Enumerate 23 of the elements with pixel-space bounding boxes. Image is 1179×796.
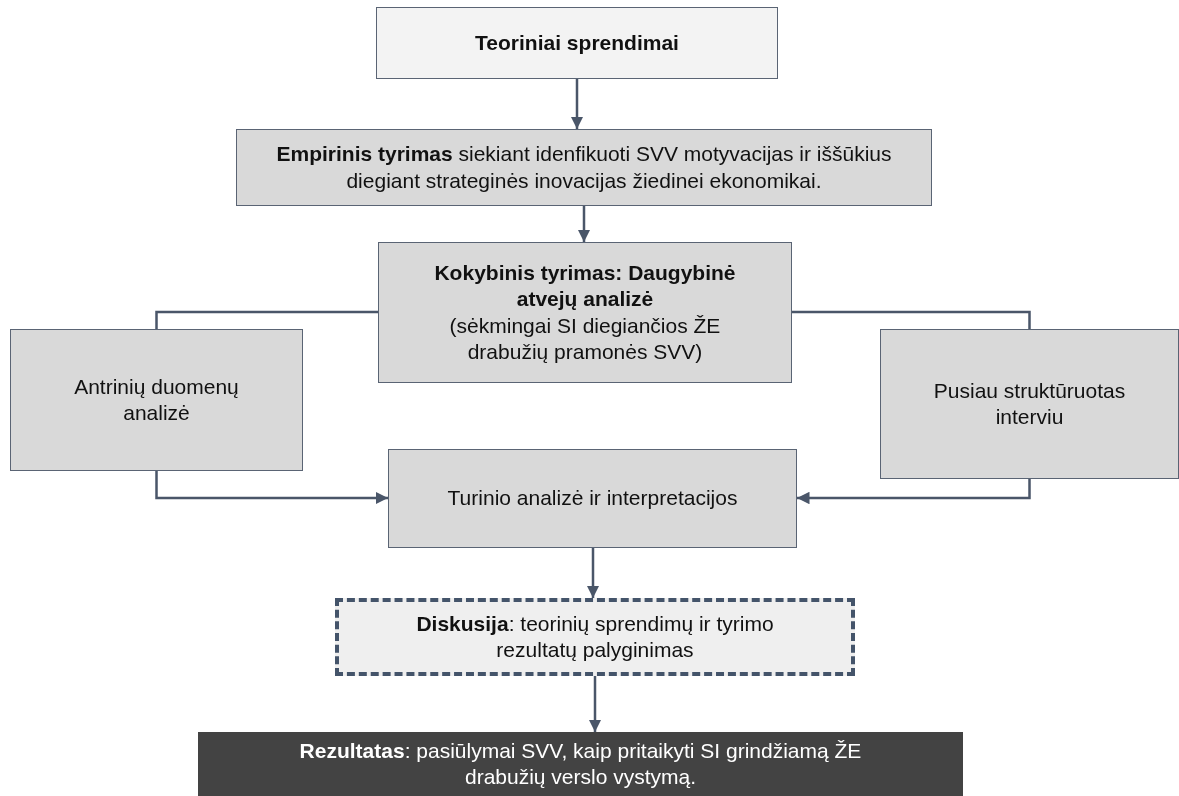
box-text: Turinio analizė ir interpretacijos [447, 485, 738, 512]
box-text: Antrinių duomenų analizė [73, 373, 240, 426]
process-box [880, 329, 1179, 479]
box-text: Rezultatas: pasiūlymai SVV, kaip pritaikyti SI grindžiamą ŽE drabužių verslo vystymą. [298, 737, 863, 790]
box-text: Teoriniai sprendimai [475, 29, 679, 56]
box-text: Kokybinis tyrimas: Daugybinė atvejų analizė [433, 260, 737, 313]
connector-arrow [570, 79, 584, 129]
process-box [10, 329, 303, 471]
connector-arrow [586, 548, 600, 598]
connector-arrow [797, 479, 1031, 505]
result-box [198, 732, 963, 796]
heading-box [376, 7, 778, 79]
box-text: Pusiau struktūruotas interviu [932, 377, 1127, 430]
process-box [236, 129, 932, 206]
box-text: Diskusija: teorinių sprendimų ir tyrimo rezultatų palyginimas [415, 610, 775, 663]
process-box [388, 449, 797, 548]
connector-arrow [155, 471, 388, 505]
connector-arrow [577, 206, 591, 242]
connector-arrow [588, 676, 602, 732]
box-text: (sėkmingai SI diegiančios ŽE drabužių pramonės SVV) [448, 312, 722, 365]
box-text: Empirinis tyrimas siekiant idenfikuoti SVV motyvacijas ir iššūkius diegiant strateginės inovacijas žiedinei ekonomikai. [275, 141, 893, 194]
discussion-box [335, 598, 855, 676]
process-box [378, 242, 792, 383]
